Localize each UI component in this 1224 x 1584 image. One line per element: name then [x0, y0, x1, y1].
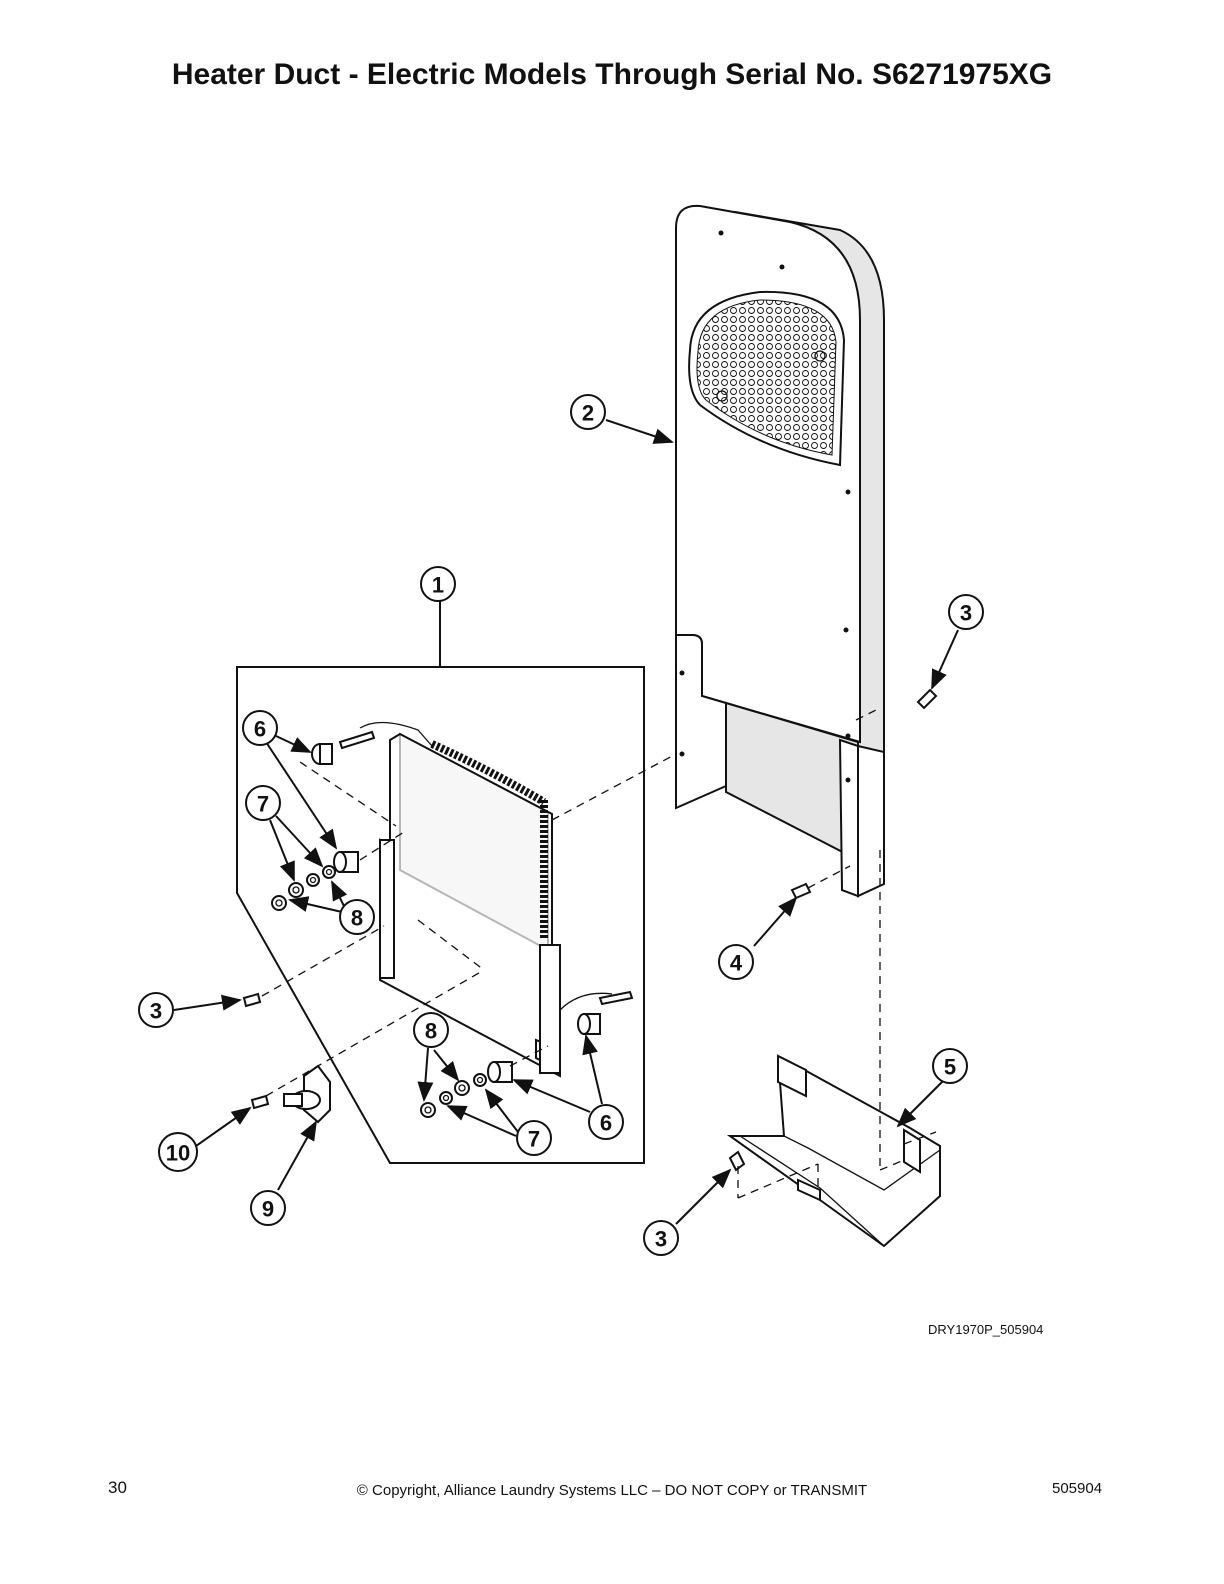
- callout-7b: 7: [516, 1120, 552, 1156]
- svg-text:2: 2: [582, 401, 594, 426]
- svg-text:10: 10: [166, 1141, 190, 1166]
- insulator-washer-parts: [271, 743, 601, 1118]
- copyright-notice: © Copyright, Alliance Laundry Systems LL…: [356, 1482, 868, 1499]
- svg-text:3: 3: [960, 601, 972, 626]
- svg-text:5: 5: [944, 1055, 956, 1080]
- callout-5: 5: [932, 1048, 968, 1084]
- svg-text:8: 8: [351, 906, 363, 931]
- callout-3c: 3: [643, 1220, 679, 1256]
- svg-text:3: 3: [150, 999, 162, 1024]
- callout-9: 9: [250, 1190, 286, 1226]
- callout-8a: 8: [339, 899, 375, 935]
- heater-duct-part: [675, 204, 885, 898]
- duct-bracket-part: [726, 1054, 941, 1248]
- callout-3a: 3: [948, 594, 984, 630]
- callout-7a: 7: [245, 785, 281, 821]
- callout-2: 2: [570, 394, 606, 430]
- callout-6a: 6: [242, 710, 278, 746]
- leader-lines: [173, 419, 959, 1225]
- svg-text:7: 7: [257, 792, 269, 817]
- drawing-id: DRY1970P_505904: [928, 1322, 1044, 1337]
- svg-text:9: 9: [262, 1197, 274, 1222]
- svg-text:1: 1: [432, 573, 444, 598]
- callout-1: 1: [420, 566, 456, 602]
- callout-10: 10: [158, 1132, 198, 1172]
- callout-6b: 6: [588, 1104, 624, 1140]
- document-number: 505904: [1052, 1480, 1103, 1497]
- svg-text:8: 8: [425, 1019, 437, 1044]
- page-number: 30: [108, 1478, 127, 1497]
- svg-text:6: 6: [600, 1111, 612, 1136]
- heater-element-part: [338, 721, 634, 1078]
- page-title: Heater Duct - Electric Models Through Se…: [171, 58, 1053, 91]
- svg-text:3: 3: [655, 1227, 667, 1252]
- element-assembly-outline: [236, 666, 645, 1164]
- svg-text:7: 7: [528, 1127, 540, 1152]
- alignment-lines: [261, 707, 937, 1199]
- callout-3b: 3: [138, 992, 174, 1028]
- thermostat-part: [283, 1064, 331, 1124]
- callout-8b: 8: [413, 1012, 449, 1048]
- svg-text:6: 6: [254, 717, 266, 742]
- svg-text:4: 4: [730, 951, 743, 976]
- callout-4: 4: [718, 944, 754, 980]
- screw-parts: [242, 688, 938, 1172]
